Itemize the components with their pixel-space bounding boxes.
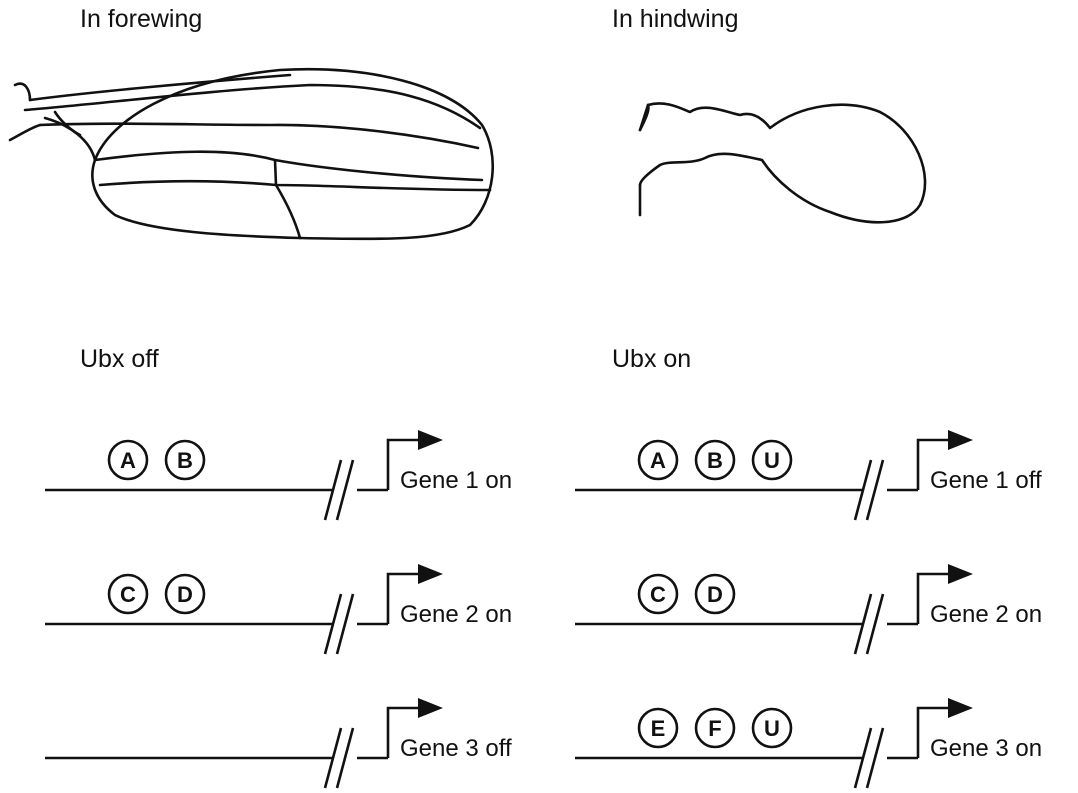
right-gene-row-2: Gene 2 on C D — [575, 564, 1042, 655]
break-mark — [853, 727, 873, 789]
factor-label: B — [177, 448, 193, 473]
right-gene-row-1: Gene 1 off A B U — [575, 430, 1042, 521]
hindwing-illustration — [638, 102, 927, 224]
forewing-title: In forewing — [80, 5, 202, 33]
promoter-arrow — [916, 706, 956, 758]
break-mark — [865, 727, 885, 789]
factor-c: C — [107, 573, 149, 615]
factor-u: U — [751, 707, 793, 749]
factor-label: U — [764, 716, 780, 741]
gene-label: Gene 1 off — [930, 467, 1042, 494]
break-mark — [865, 593, 885, 655]
factor-label: E — [651, 716, 666, 741]
promoter-arrow — [386, 438, 426, 490]
gene-label: Gene 2 on — [930, 601, 1042, 628]
arrow-head-icon — [948, 430, 973, 450]
break-mark — [335, 593, 355, 655]
gene-label: Gene 3 off — [400, 735, 512, 762]
factor-label: F — [708, 716, 721, 741]
factor-b: B — [164, 439, 206, 481]
factor-d: D — [694, 573, 736, 615]
promoter-arrow — [916, 572, 956, 624]
break-mark — [853, 459, 873, 521]
factor-label: A — [650, 448, 666, 473]
ubx-on-title: Ubx on — [612, 345, 691, 373]
factor-label: D — [707, 582, 723, 607]
gene-label: Gene 1 on — [400, 467, 512, 494]
arrow-head-icon — [418, 430, 443, 450]
promoter-arrow — [916, 438, 956, 490]
left-gene-row-3: Gene 3 off — [45, 698, 512, 789]
factor-u: U — [751, 439, 793, 481]
arrow-head-icon — [418, 564, 443, 584]
hindwing-title: In hindwing — [612, 5, 738, 33]
factor-d: D — [164, 573, 206, 615]
break-mark — [335, 727, 355, 789]
break-mark — [323, 459, 343, 521]
break-mark — [323, 593, 343, 655]
factor-label: U — [764, 448, 780, 473]
arrow-head-icon — [948, 698, 973, 718]
left-gene-row-2: Gene 2 on C D — [45, 564, 512, 655]
left-gene-row-1: Gene 1 on A B — [45, 430, 512, 521]
break-mark — [865, 459, 885, 521]
factor-label: C — [120, 582, 136, 607]
gene-label: Gene 2 on — [400, 601, 512, 628]
factor-f: F — [694, 707, 736, 749]
forewing-illustration — [8, 68, 494, 241]
break-mark — [323, 727, 343, 789]
gene-label: Gene 3 on — [930, 735, 1042, 762]
factor-label: B — [707, 448, 723, 473]
arrow-head-icon — [948, 564, 973, 584]
factor-b: B — [694, 439, 736, 481]
ubx-off-title: Ubx off — [80, 345, 159, 373]
factor-e: E — [637, 707, 679, 749]
factor-c: C — [637, 573, 679, 615]
factor-label: C — [650, 582, 666, 607]
break-mark — [853, 593, 873, 655]
promoter-arrow — [386, 572, 426, 624]
factor-label: D — [177, 582, 193, 607]
factor-a: A — [637, 439, 679, 481]
arrow-head-icon — [418, 698, 443, 718]
right-gene-row-3: Gene 3 on E F U — [575, 698, 1042, 789]
promoter-arrow — [386, 706, 426, 758]
break-mark — [335, 459, 355, 521]
gene-rows: Gene 1 on A B Gene 2 on C D Gene 3 off Gene 1 o… — [45, 430, 1042, 789]
factor-label: A — [120, 448, 136, 473]
factor-a: A — [107, 439, 149, 481]
